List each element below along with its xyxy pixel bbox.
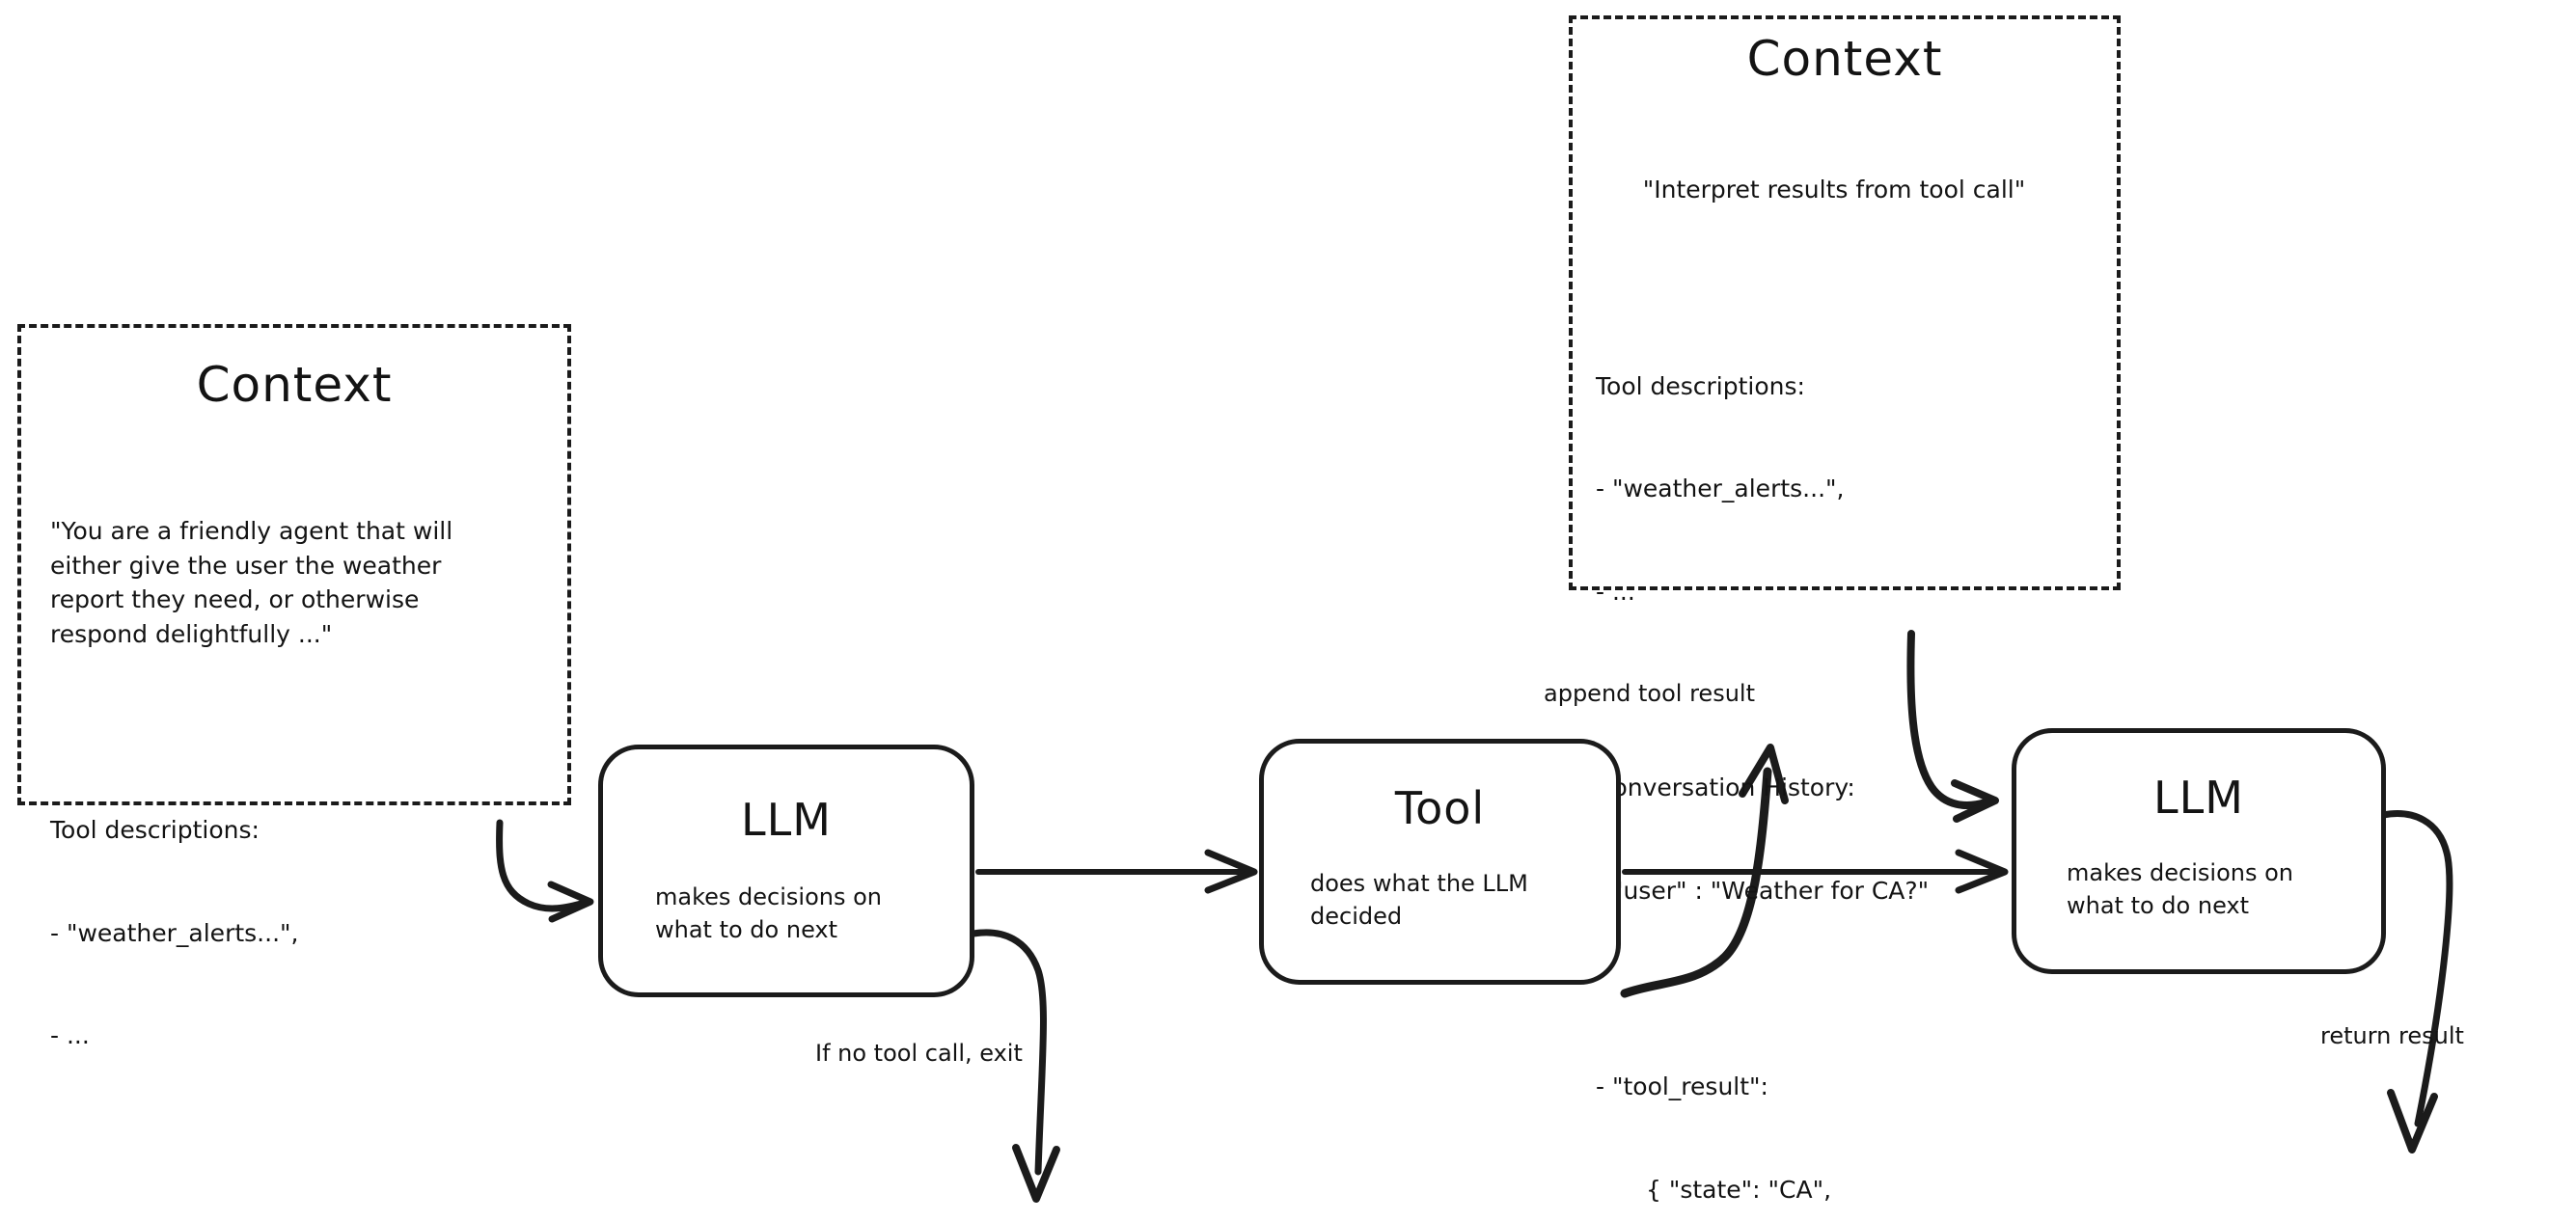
context-left-tool-item-0: - "weather_alerts...", — [50, 918, 299, 947]
spacer — [1596, 276, 2097, 301]
arrow-llm2-return-result — [2379, 810, 2453, 1153]
context-right-system-prompt: "Interpret results from tool call" — [1642, 176, 2026, 204]
context-left-conversation-header: Conversation History: — [50, 1215, 533, 1221]
context-left-system-prompt: "You are a friendly agent that will eith… — [50, 517, 453, 648]
context-right-body: "Interpret results from tool call" Tool … — [1596, 104, 2097, 1221]
node-tool-title: Tool — [1394, 782, 1486, 834]
context-box-initial: Context "You are a friendly agent that w… — [17, 324, 571, 1221]
node-llm-second-title: LLM — [2153, 772, 2244, 824]
context-right-tool-descriptions-header: Tool descriptions: — [1596, 371, 1805, 400]
context-right-tool-result-header: - "tool_result": — [1596, 1072, 1768, 1100]
node-llm-second-subtitle: makes decisions on what to do next — [2067, 859, 2293, 920]
context-right-title: Context — [1746, 31, 1943, 87]
context-left-tool-item-1: - ... — [50, 1021, 90, 1049]
arrow-llm1-to-tool — [975, 849, 1258, 894]
context-right-conversation-header: Conversation History: — [1596, 773, 1855, 801]
node-llm-first-title: LLM — [741, 794, 832, 846]
spacer — [50, 719, 533, 745]
edge-label-append-tool-result: append tool result — [1544, 680, 1755, 707]
context-right-tool-item-1: - ... — [1596, 577, 1635, 606]
node-tool[interactable]: Tool does what the LLM decided — [1259, 739, 1621, 985]
context-left-title: Context — [196, 357, 393, 413]
edge-label-return-result: return result — [2320, 1022, 2464, 1049]
node-llm-first-subtitle: makes decisions on what to do next — [655, 883, 882, 944]
spacer — [50, 1122, 533, 1147]
edge-label-if-no-tool-call-exit: If no tool call, exit — [815, 1040, 1023, 1067]
context-left-tool-descriptions-header: Tool descriptions: — [50, 816, 260, 844]
spacer — [1596, 976, 2097, 1001]
node-tool-subtitle: does what the LLM decided — [1310, 870, 1528, 931]
context-box-after-tool: Context "Interpret results from tool cal… — [1569, 15, 2121, 1204]
context-right-tool-result-line-0: { "state": "CA", — [1646, 1175, 1832, 1204]
context-right-tool-item-0: - "weather_alerts...", — [1596, 475, 1845, 502]
node-llm-first[interactable]: LLM makes decisions on what to do next — [598, 745, 974, 997]
node-llm-second[interactable]: LLM makes decisions on what to do next — [2012, 728, 2386, 974]
context-left-body: "You are a friendly agent that will eith… — [50, 446, 533, 1221]
